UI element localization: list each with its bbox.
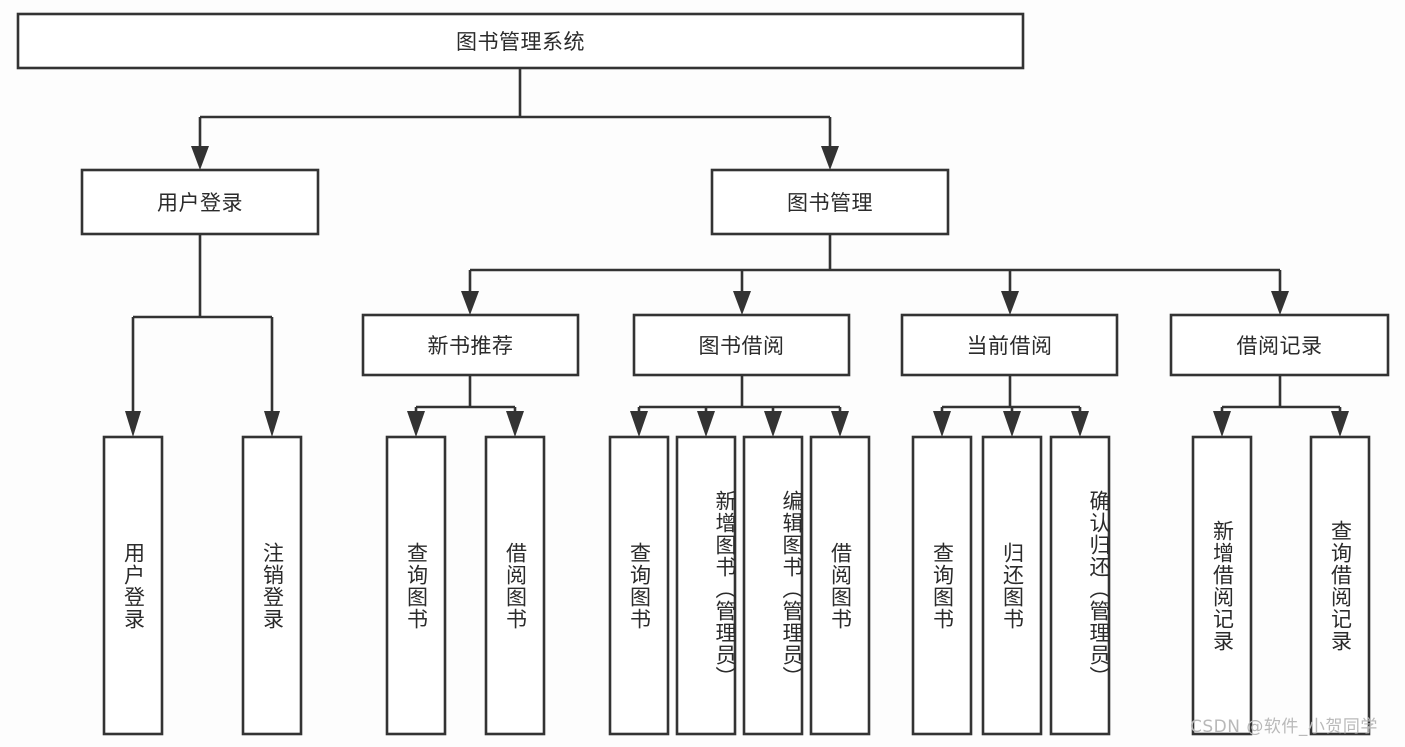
node-box-user-login[interactable] — [80, 168, 320, 236]
node-box-leaf-add-borrow-record[interactable] — [1191, 435, 1253, 736]
arrow-head-leaf-user-login — [125, 411, 141, 437]
arrow-head-leaf-add-borrow-record — [1213, 411, 1231, 437]
arrow-head-new-book-recommend — [461, 291, 479, 315]
node-box-leaf-add-book-admin[interactable] — [675, 435, 737, 736]
arrow-head-leaf-return-book — [1003, 411, 1021, 437]
node-box-leaf-return-book[interactable] — [981, 435, 1043, 736]
arrow-head-borrow-record — [1271, 291, 1289, 315]
node-box-leaf-search-book-current[interactable] — [911, 435, 973, 736]
node-box-new-book-recommend[interactable] — [361, 313, 580, 377]
connector-user-login-to-leaves — [125, 234, 280, 437]
arrow-head-leaf-borrow-book-recommend — [506, 411, 524, 437]
arrow-head-leaf-edit-book-admin — [764, 411, 782, 437]
connector-new-book-recommend-to-leaves — [407, 375, 524, 437]
arrow-head-leaf-search-borrow-record — [1331, 411, 1349, 437]
connector-book-manage-to-level2 — [461, 234, 1289, 315]
node-box-current-borrow[interactable] — [900, 313, 1119, 377]
node-box-leaf-logout[interactable] — [241, 435, 303, 736]
connector-root-to-level1 — [191, 68, 839, 170]
arrow-head-leaf-logout — [264, 411, 280, 437]
arrow-head-book-borrow — [733, 291, 751, 315]
arrow-head-user-login — [191, 146, 209, 170]
arrow-head-leaf-confirm-return-admin — [1071, 411, 1089, 437]
node-box-leaf-search-borrow-record[interactable] — [1309, 435, 1371, 736]
arrow-head-leaf-search-book-current — [933, 411, 951, 437]
node-box-leaf-borrow-book[interactable] — [809, 435, 871, 736]
arrow-head-current-borrow — [1001, 291, 1019, 315]
connector-book-borrow-to-leaves — [630, 375, 849, 437]
csdn-watermark: CSDN @软件_小贺同学 — [1190, 717, 1378, 737]
node-box-leaf-confirm-return-admin[interactable] — [1049, 435, 1111, 736]
arrow-head-leaf-borrow-book — [831, 411, 849, 437]
node-box-leaf-search-book-borrow[interactable] — [608, 435, 670, 736]
node-box-book-manage[interactable] — [710, 168, 950, 236]
arrow-head-leaf-search-book-recommend — [407, 411, 425, 437]
arrow-head-leaf-search-book-borrow — [630, 411, 648, 437]
arrow-head-book-manage — [821, 146, 839, 170]
arrow-head-leaf-add-book-admin — [697, 411, 715, 437]
node-box-leaf-borrow-book-recommend[interactable] — [484, 435, 546, 736]
node-box-borrow-record[interactable] — [1169, 313, 1390, 377]
node-box-leaf-user-login[interactable] — [102, 435, 164, 736]
connector-borrow-record-to-leaves — [1213, 375, 1349, 437]
connector-current-borrow-to-leaves — [933, 375, 1089, 437]
node-box-root[interactable] — [16, 12, 1025, 70]
node-box-leaf-edit-book-admin[interactable] — [742, 435, 804, 736]
node-box-book-borrow[interactable] — [632, 313, 851, 377]
node-box-leaf-search-book-recommend[interactable] — [385, 435, 447, 736]
